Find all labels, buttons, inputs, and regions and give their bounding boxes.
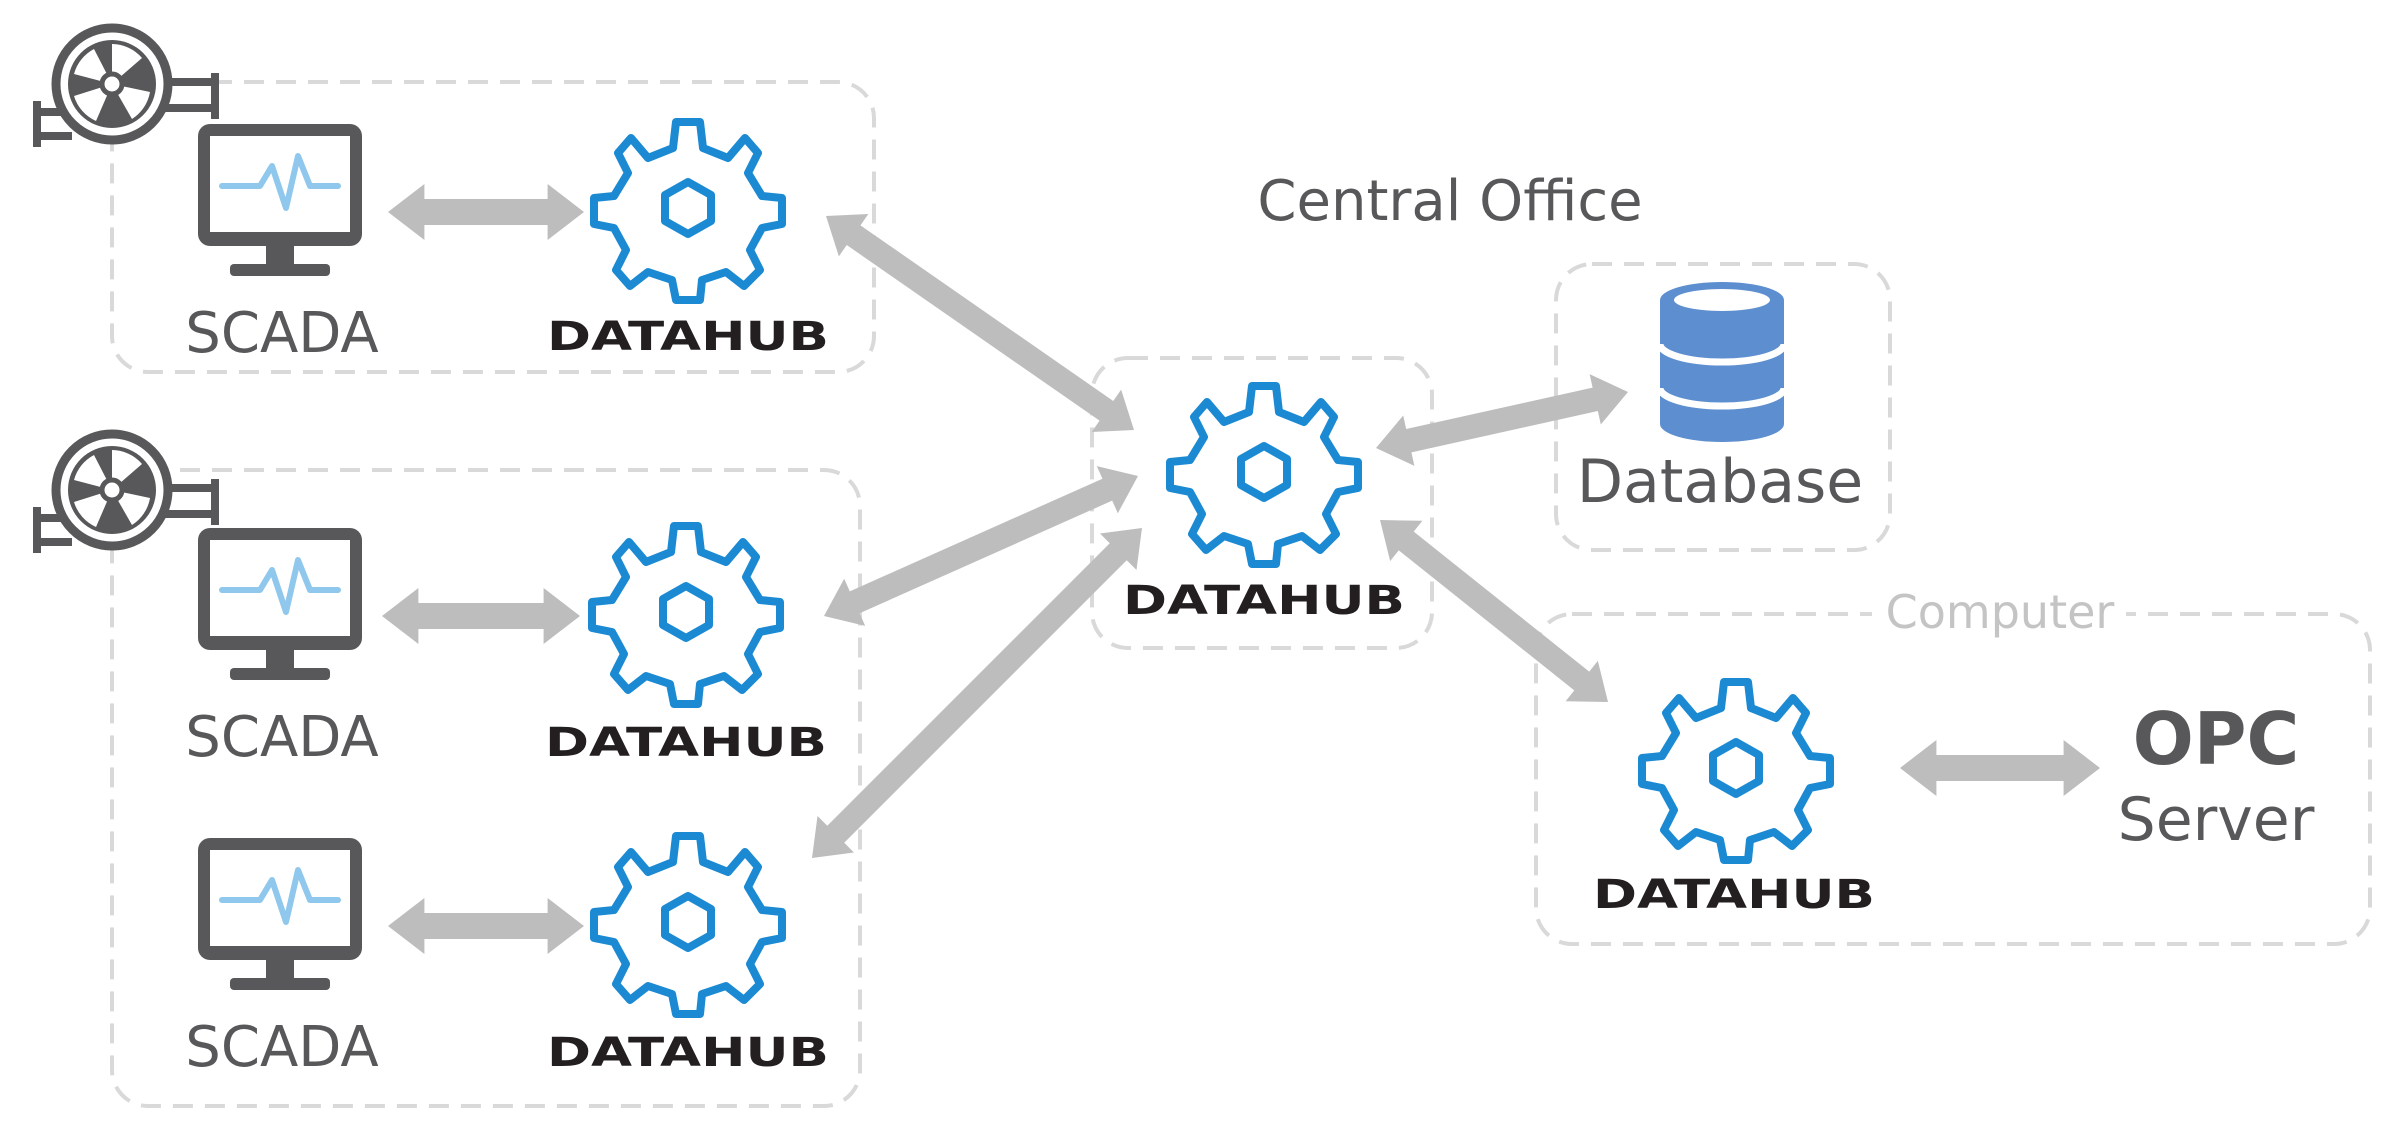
datahub-logo-text: DATAHUB: [547, 1030, 829, 1076]
double-arrow-icon: [824, 466, 1138, 626]
double-arrow-icon: [1900, 740, 2100, 796]
database-label: Database: [1577, 447, 1863, 517]
connection-arrows: [382, 184, 2100, 954]
double-arrow-icon: [1376, 374, 1629, 466]
scada-label: SCADA: [185, 301, 378, 366]
datahub-logo-text: DATAHUB: [545, 720, 827, 766]
database-icon: [1660, 282, 1784, 442]
double-arrow-icon: [812, 527, 1143, 858]
double-arrow-icon: [388, 184, 584, 240]
database-box: [1554, 262, 1892, 552]
datahub-gear-icon: [1642, 682, 1830, 860]
double-arrow-icon: [826, 213, 1134, 433]
central-office-title: Central Office: [1257, 169, 1642, 234]
computer-title: Computer: [1886, 585, 2115, 639]
site-2-box: [110, 468, 862, 1108]
datahub-gear-icon: [594, 122, 782, 300]
turbine-icon: [33, 434, 219, 553]
double-arrow-icon: [382, 588, 580, 644]
datahub-logo-text: DATAHUB: [1593, 872, 1875, 918]
datahub-gear-icon: [592, 526, 780, 704]
datahub-gear-icon: [594, 836, 782, 1014]
turbine-icon: [33, 28, 219, 147]
scada-monitor-icon: [198, 124, 362, 276]
scada-label: SCADA: [185, 705, 378, 770]
scada-label: SCADA: [185, 1015, 378, 1080]
scada-monitor-icon: [198, 528, 362, 680]
datahub-logo-text: DATAHUB: [547, 314, 829, 360]
scada-monitor-icon: [198, 838, 362, 990]
double-arrow-icon: [388, 898, 584, 954]
double-arrow-icon: [1380, 520, 1608, 703]
opc-title: OPC: [2133, 697, 2300, 781]
datahub-gear-icon: [1170, 386, 1358, 564]
opc-subtitle: Server: [2118, 785, 2315, 855]
computer-box: [1534, 612, 2372, 946]
datahub-logo-text: DATAHUB: [1123, 578, 1405, 624]
